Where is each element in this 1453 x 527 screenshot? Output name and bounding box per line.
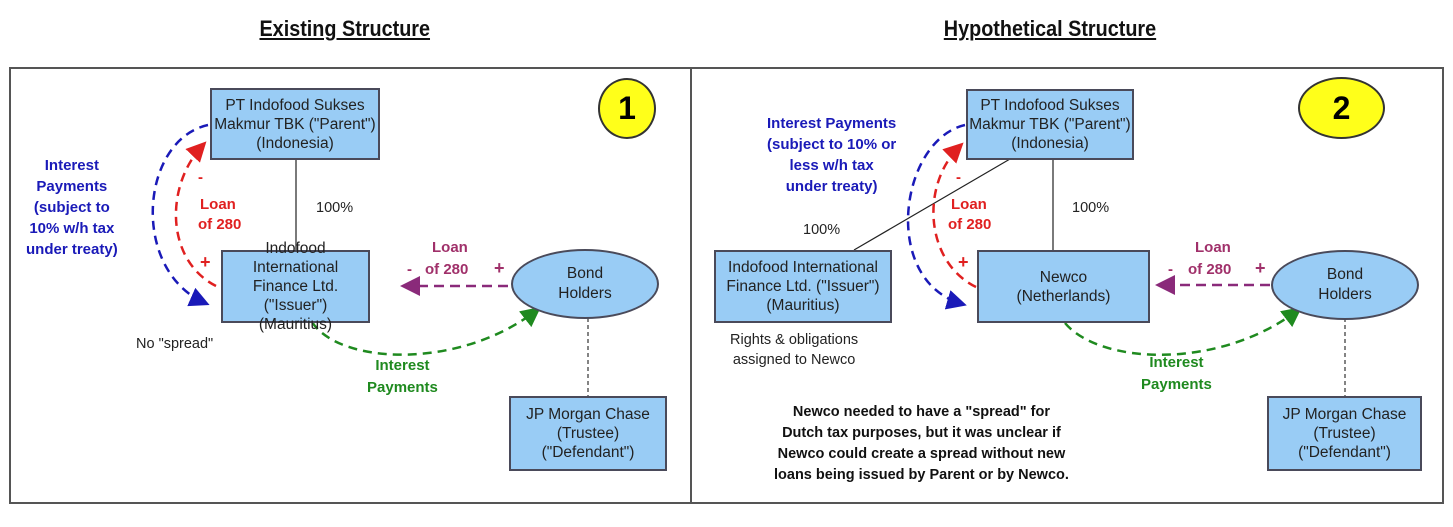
bond-loan-title-hypothetical: Loan [1195,239,1231,256]
parent-box-hypothetical: PT Indofood Sukses Makmur TBK ("Parent")… [966,89,1134,160]
loan-arrow-red-existing [174,141,217,288]
label-line: Payments [36,178,108,195]
issuer-name-line1: Indofood International [728,259,878,276]
interest-payments-label-hypothetical: Interest Payments [1141,352,1212,396]
bond-loan-title-existing: Loan [432,239,468,256]
parent-name-line2: Makmur TBK ("Parent") [214,115,376,133]
trustee-name: JP Morgan Chase [526,406,650,423]
label-line: loans being issued by Parent or by Newco… [774,467,1069,483]
newco-box: Newco (Netherlands) [977,250,1150,323]
bondholders-line2: Holders [558,285,612,302]
label-line: of 280 [198,216,242,233]
label-line: Interest [375,357,430,374]
trustee-role: (Trustee) [1313,425,1376,442]
parent-country: (Indonesia) [256,134,334,152]
issuer-country: (Mauritius) [766,297,840,314]
ownership-label-existing: 100% [316,200,354,216]
trustee-box-hypothetical: JP Morgan Chase (Trustee) ("Defendant") [1267,396,1422,471]
label-line: Interest [44,157,99,174]
label-line: Interest [1149,354,1204,371]
label-line: Dutch tax purposes, but it was unclear i… [782,425,1061,441]
parent-loan-plus-hypothetical: + [958,252,969,272]
bondholders-ellipse-hypothetical: Bond Holders [1271,250,1419,320]
bond-loan-amount-hypothetical: of 280 [1188,261,1232,278]
label-line: of 280 [948,216,992,233]
interest-arrow-green-existing [310,306,541,356]
parent-loan-label-hypothetical: Loan of 280 [948,195,991,235]
bondholders-ellipse-existing: Bond Holders [511,249,659,319]
no-spread-label: No "spread" [136,336,214,352]
label-line: Rights & obligations [730,332,859,348]
trustee-name: JP Morgan Chase [1282,406,1407,423]
issuer-box-hypothetical: Indofood International Finance Ltd. ("Is… [714,250,892,323]
ownership-line-issuer [853,158,1011,251]
bondholders-line1: Bond [1326,266,1364,283]
issuer-name-line2: Finance Ltd. ("Issuer") [252,278,339,314]
parent-loan-minus-hypothetical: - [956,169,961,186]
bond-loan-plus-existing: + [494,258,505,278]
trustee-party: ("Defendant") [541,444,635,461]
parent-name-line1: PT Indofood Sukses [980,97,1120,114]
bondholders-line2: Holders [1318,286,1372,303]
label-line: Loan [200,196,236,213]
loan-arrow-red-hypothetical [932,142,977,289]
label-line: (subject to 10% or [767,136,897,153]
bond-loan-minus-hypothetical: - [1168,261,1173,278]
parent-loan-plus-existing: + [200,252,211,272]
label-line: Interest Payments [767,115,897,132]
spread-explanation-note: Newco needed to have a "spread" for Dutc… [774,402,1069,486]
assigned-to-newco-note: Rights & obligations assigned to Newco [730,330,858,370]
parent-loan-label-existing: Loan of 280 [198,195,241,235]
interest-arrow-blue-hypothetical [906,123,967,310]
label-line: Loan [951,196,987,213]
issuer-box-existing: Indofood International Finance Ltd. ("Is… [221,240,370,333]
hypothetical-structure-title: Hypothetical Structure [943,16,1157,41]
label-line: Payments [1141,376,1212,393]
label-line: under treaty) [26,241,118,258]
trustee-box-existing: JP Morgan Chase (Trustee) ("Defendant") [509,396,667,471]
existing-structure-title: Existing Structure [259,16,431,41]
newco-country: (Netherlands) [1016,287,1111,305]
parent-loan-minus-existing: - [198,169,203,186]
label-line: assigned to Newco [732,352,856,368]
label-line: 10% w/h tax [29,220,115,237]
interest-treaty-label-hypothetical: Interest Payments (subject to 10% or les… [767,113,896,197]
interest-arrow-blue-existing [151,123,210,307]
bond-loan-amount-existing: of 280 [425,261,469,278]
ownership-label-newco: 100% [1072,200,1110,216]
label-line: under treaty) [785,178,878,195]
label-line: (subject to [33,199,110,216]
label-line: Payments [367,379,438,396]
bond-loan-minus-existing: - [407,261,412,278]
parent-name-line1: PT Indofood Sukses [225,96,365,114]
ownership-label-issuer: 100% [803,222,841,238]
issuer-name-line1: Indofood International [252,240,339,276]
interest-treaty-label-existing: Interest Payments (subject to 10% w/h ta… [26,155,118,260]
parent-box-existing: PT Indofood Sukses Makmur TBK ("Parent")… [210,88,380,160]
issuer-country: (Mauritius) [258,316,333,333]
trustee-party: ("Defendant") [1298,444,1391,461]
bondholders-line1: Bond [566,265,604,282]
bond-loan-plus-hypothetical: + [1255,258,1266,278]
interest-payments-label-existing: Interest Payments [367,355,438,399]
parent-name-line2: Makmur TBK ("Parent") [969,116,1131,133]
scenario-badge-2: 2 [1298,77,1385,139]
label-line: Newco needed to have a "spread" for [792,404,1051,420]
issuer-name-line2: Finance Ltd. ("Issuer") [726,278,880,295]
parent-country: (Indonesia) [1011,135,1089,152]
newco-name: Newco [1039,268,1088,286]
hypothetical-structure-panel [690,67,1444,504]
scenario-badge-1: 1 [598,78,656,139]
trustee-role: (Trustee) [556,425,620,442]
interest-arrow-green-hypothetical [1064,306,1302,357]
label-line: less w/h tax [789,157,874,174]
label-line: Newco could create a spread without new [777,446,1066,462]
